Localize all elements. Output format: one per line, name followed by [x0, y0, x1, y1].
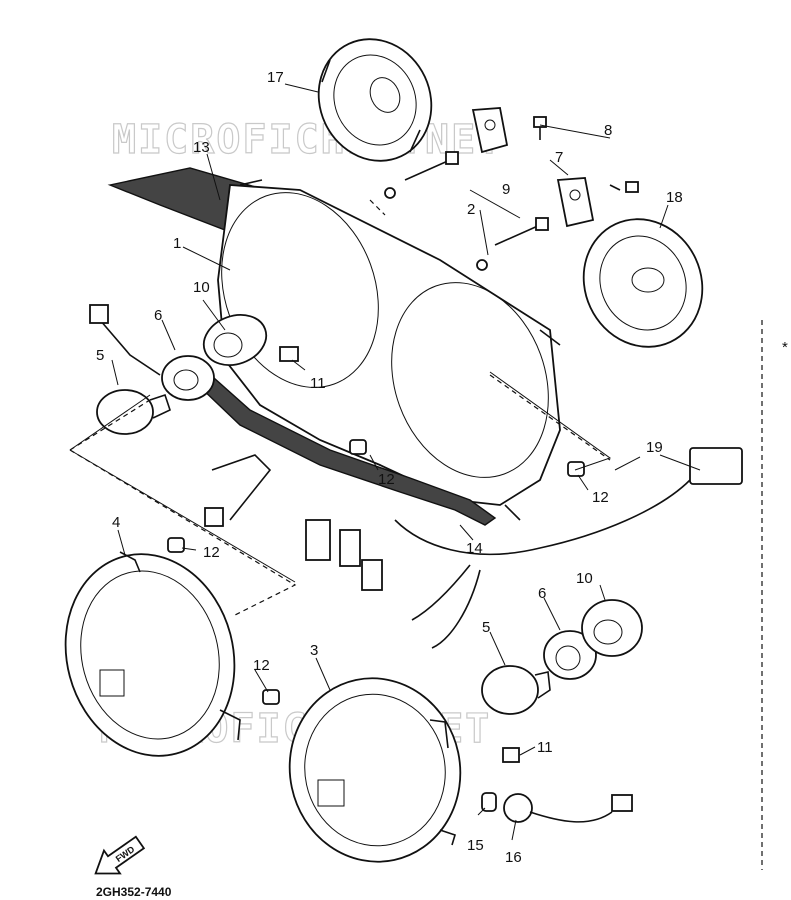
callout-14: 14	[466, 540, 483, 557]
callout-12c: 12	[203, 544, 220, 561]
part-18-cover	[582, 218, 704, 348]
callout-15: 15	[467, 837, 484, 854]
part-7-brackets	[471, 107, 595, 228]
callout-5a: 5	[96, 347, 104, 364]
callout-5b: 5	[482, 619, 490, 636]
part-12-grommets	[167, 439, 585, 705]
part-2-nuts	[384, 187, 488, 271]
callout-10a: 10	[193, 279, 210, 296]
part-8-screws	[533, 116, 639, 193]
right-bulb-assembly	[481, 599, 643, 715]
callout-12d: 12	[253, 657, 270, 674]
part-1-housing	[217, 179, 561, 521]
callout-6b: 6	[538, 585, 546, 602]
callout-1: 1	[173, 235, 181, 252]
side-mark: *	[782, 339, 788, 356]
callout-10b: 10	[576, 570, 593, 587]
callout-13: 13	[193, 139, 210, 156]
part-14-seal	[197, 368, 497, 526]
callout-11b: 11	[537, 739, 553, 756]
callout-12b: 12	[592, 489, 609, 506]
part-3-headlight	[288, 677, 462, 863]
callout-9: 9	[502, 181, 510, 198]
part-9-bolts	[404, 151, 549, 246]
callout-4: 4	[112, 514, 120, 531]
callout-8: 8	[604, 122, 612, 139]
callout-12a: 12	[378, 471, 395, 488]
callout-3: 3	[310, 642, 318, 659]
callout-18: 18	[666, 189, 683, 206]
callout-16: 16	[505, 849, 522, 866]
part-19-harness	[204, 447, 743, 649]
callout-19: 19	[646, 439, 663, 456]
parts-15-16-11	[481, 747, 633, 823]
callout-7: 7	[555, 149, 563, 166]
watermark-top: MICROFICHES.NET	[112, 117, 503, 163]
callout-17: 17	[267, 69, 284, 86]
callout-6a: 6	[154, 307, 162, 324]
callout-11a: 11	[310, 375, 326, 392]
part-17-cover	[317, 38, 433, 162]
callout-2: 2	[467, 201, 475, 218]
front-arrow-icon: FWD	[94, 835, 146, 875]
drawing-code: 2GH352-7440	[96, 885, 172, 899]
